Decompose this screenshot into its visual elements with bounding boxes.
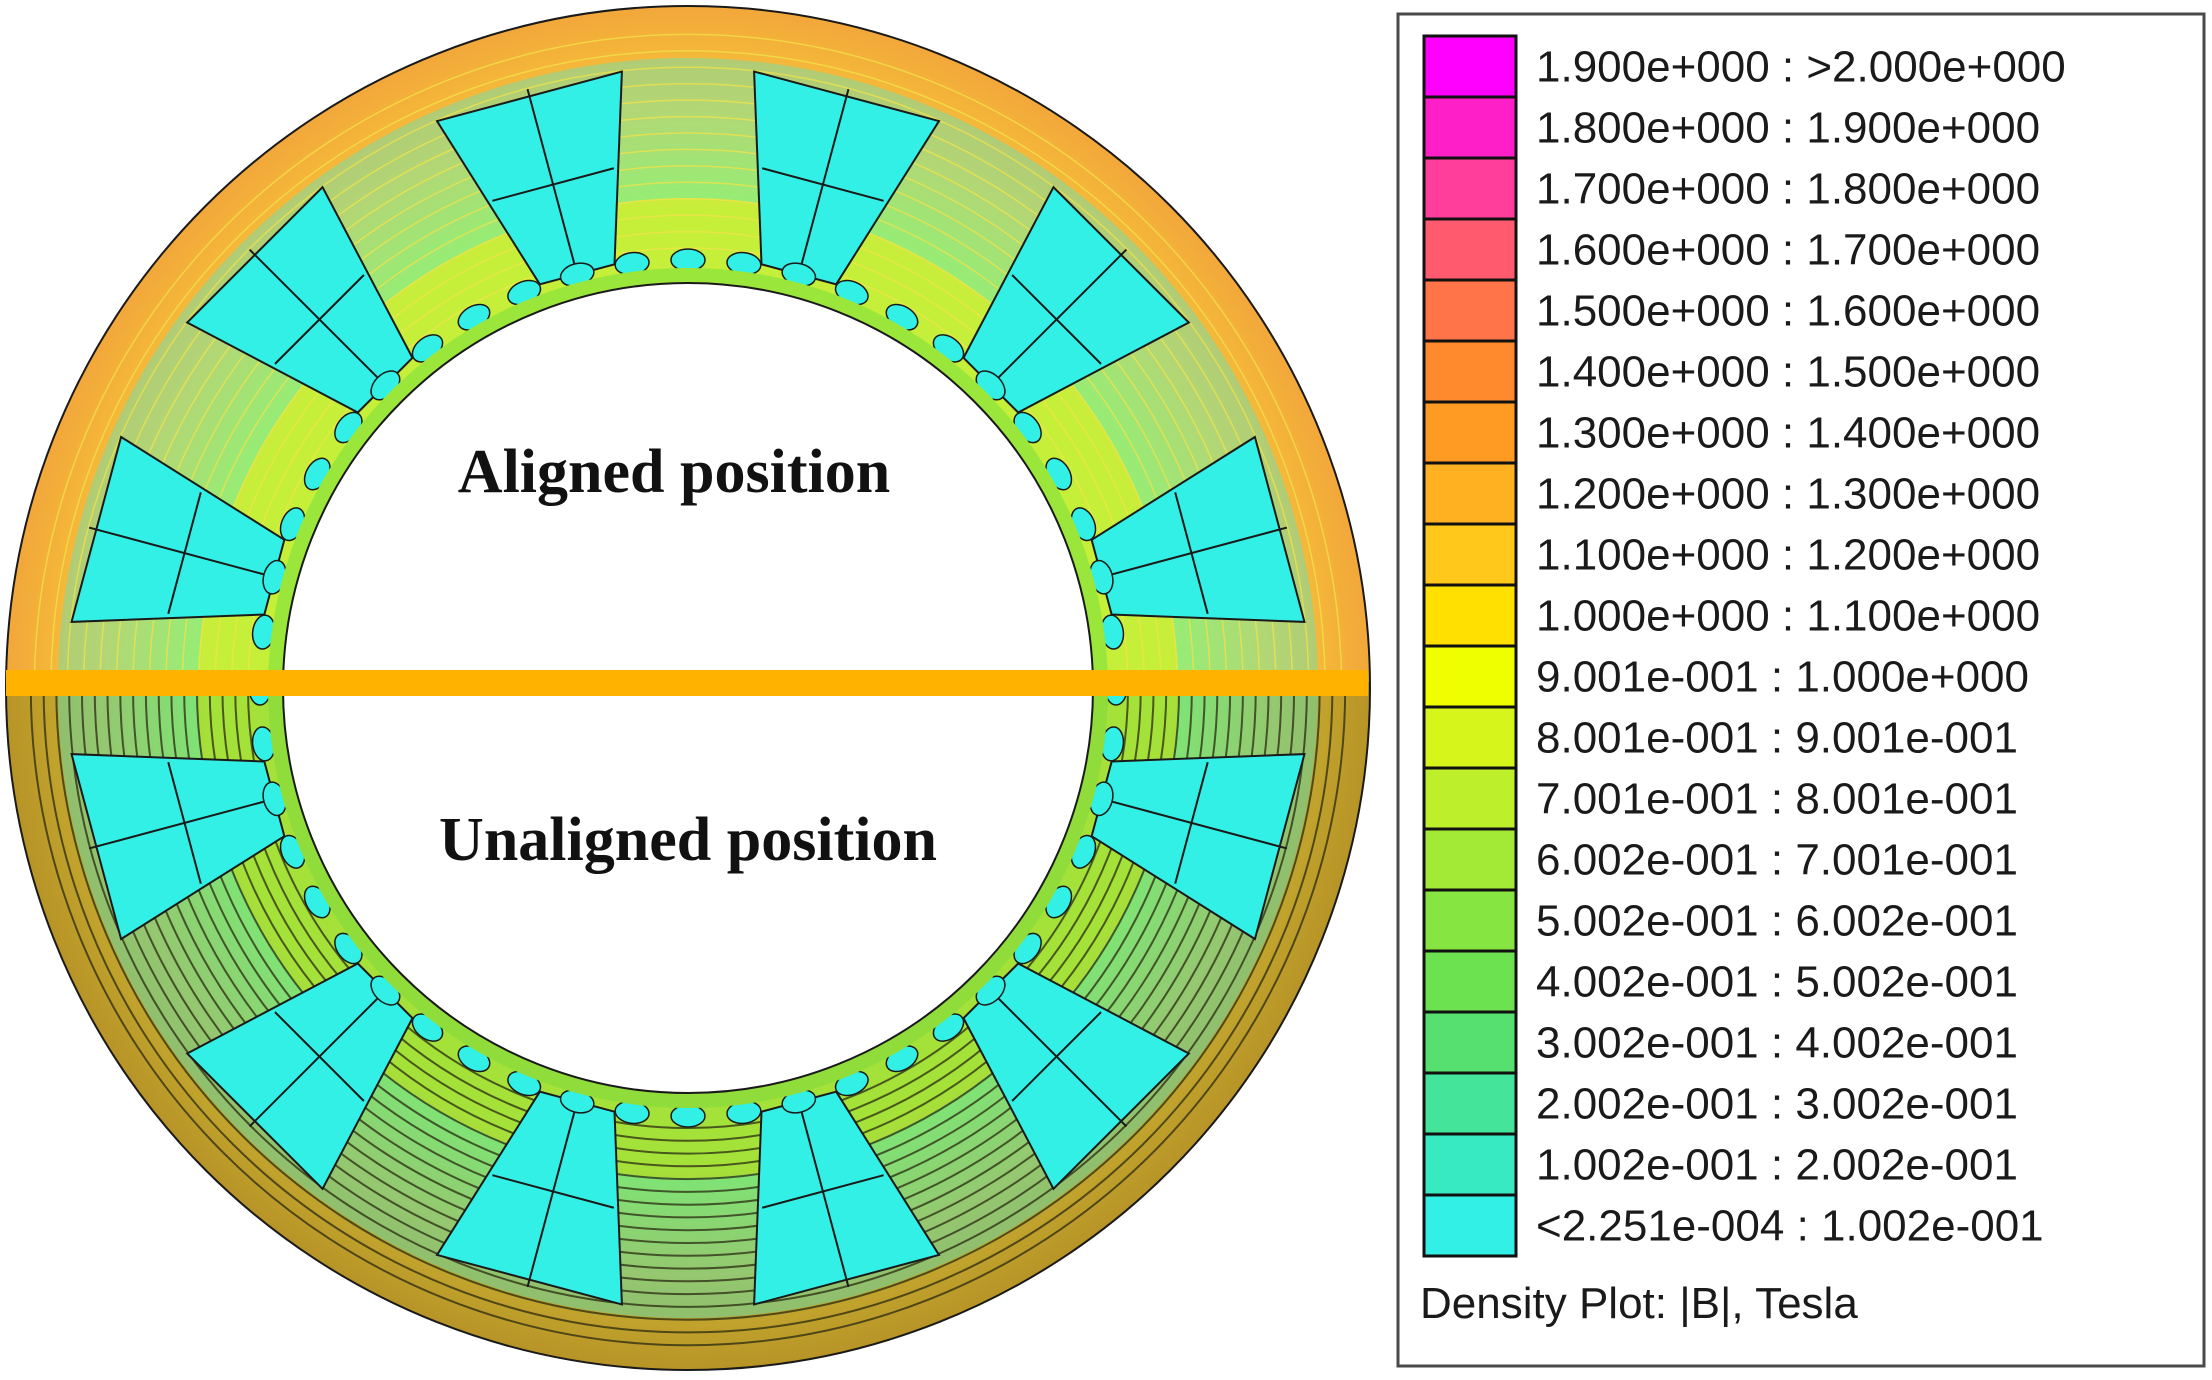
legend-range-label: 1.500e+000 : 1.600e+000 [1536, 287, 2040, 336]
machine-cross-section: Aligned position Unaligned position [5, 5, 1371, 1371]
field-line [99, 99, 1277, 682]
legend-range-label: 1.400e+000 : 1.500e+000 [1536, 348, 2040, 397]
legend-swatch [1422, 766, 1518, 831]
legend-swatch [1422, 400, 1518, 465]
legend-swatch [1422, 339, 1518, 404]
slot-divider [798, 88, 850, 273]
slot-divider [88, 798, 273, 850]
slot-divider [991, 991, 1128, 1128]
slot-divider [798, 1103, 850, 1288]
slot-divider [248, 991, 385, 1128]
legend-frame [1396, 12, 2206, 1368]
slot-cross-divider [761, 167, 884, 202]
legend-swatch [1422, 522, 1518, 587]
field-line [33, 33, 1343, 682]
slot-divider [1103, 526, 1288, 578]
field-line [50, 50, 1326, 682]
slot-cross-divider [1174, 492, 1209, 615]
field-line [66, 66, 1310, 682]
legend-swatch [1422, 278, 1518, 343]
field-line [132, 132, 1244, 682]
field-line [198, 198, 1178, 682]
legend-range-label: 1.200e+000 : 1.300e+000 [1536, 470, 2040, 519]
field-line [214, 214, 1162, 682]
legend-range-label: 1.800e+000 : 1.900e+000 [1536, 104, 2040, 153]
legend-swatch [1422, 644, 1518, 709]
air-gap-tooth [670, 1104, 706, 1128]
legend-swatch [1422, 705, 1518, 770]
legend-swatch [1422, 888, 1518, 953]
legend: 1.900e+000 : >2.000e+000 1.800e+000 : 1.9… [1396, 12, 2206, 1368]
slot-divider [248, 248, 385, 385]
slot-cross-divider [274, 274, 365, 365]
legend-range-label: 5.002e-001 : 6.002e-001 [1536, 897, 2018, 946]
legend-range-label: 1.000e+000 : 1.100e+000 [1536, 592, 2040, 641]
legend-range-label: 3.002e-001 : 4.002e-001 [1536, 1019, 2018, 1068]
legend-range-label: 6.002e-001 : 7.001e-001 [1536, 836, 2018, 885]
legend-range-label: 1.100e+000 : 1.200e+000 [1536, 531, 2040, 580]
legend-entries: 1.900e+000 : >2.000e+000 1.800e+000 : 1.9… [1422, 34, 2066, 1258]
legend-swatch [1422, 1193, 1518, 1258]
slot-divider [991, 248, 1128, 385]
field-line [116, 116, 1260, 682]
legend-swatch [1422, 217, 1518, 282]
slot-cross-divider [167, 492, 202, 615]
slot-cross-divider [167, 761, 202, 884]
slot-cross-divider [761, 1174, 884, 1209]
legend-range-label: 2.002e-001 : 3.002e-001 [1536, 1080, 2018, 1129]
legend-range-label: <2.251e-004 : 1.002e-001 [1536, 1202, 2044, 1251]
legend-caption: Density Plot: |B|, Tesla [1420, 1279, 1858, 1328]
slot-divider [526, 1103, 578, 1288]
legend-swatch [1422, 34, 1518, 99]
slot-cross-divider [492, 1174, 615, 1209]
slot-cross-divider [1011, 1011, 1102, 1102]
legend-range-label: 7.001e-001 : 8.001e-001 [1536, 775, 2018, 824]
slot-divider [1103, 798, 1288, 850]
legend-swatch [1422, 156, 1518, 221]
field-line [83, 83, 1293, 682]
legend-swatch [1422, 827, 1518, 892]
aligned-position-label: Aligned position [458, 438, 890, 506]
legend-range-label: 1.300e+000 : 1.400e+000 [1536, 409, 2040, 458]
field-line [148, 148, 1228, 682]
legend-range-label: 4.002e-001 : 5.002e-001 [1536, 958, 2018, 1007]
flux-low-band [58, 58, 1318, 682]
legend-swatch [1422, 461, 1518, 526]
legend-swatch [1422, 583, 1518, 648]
legend-swatch [1422, 1132, 1518, 1197]
unaligned-position-label: Unaligned position [439, 806, 937, 874]
legend-swatch [1422, 949, 1518, 1014]
legend-range-label: 1.002e-001 : 2.002e-001 [1536, 1141, 2018, 1190]
slot-divider [526, 88, 578, 273]
rotor-bore-top [282, 282, 1094, 682]
slot-cross-divider [274, 1011, 365, 1102]
legend-swatch [1422, 1071, 1518, 1136]
slot-cross-divider [1011, 274, 1102, 365]
legend-range-label: 1.600e+000 : 1.700e+000 [1536, 226, 2040, 275]
legend-swatch [1422, 1010, 1518, 1075]
legend-range-label: 8.001e-001 : 9.001e-001 [1536, 714, 2018, 763]
legend-range-label: 1.900e+000 : >2.000e+000 [1536, 43, 2066, 92]
legend-range-label: 1.700e+000 : 1.800e+000 [1536, 165, 2040, 214]
field-line [230, 230, 1146, 682]
field-line [247, 247, 1129, 682]
legend-swatch [1422, 95, 1518, 160]
slot-cross-divider [492, 167, 615, 202]
air-gap-tooth [670, 248, 706, 272]
aligned-half [6, 6, 1370, 682]
field-line [165, 165, 1211, 682]
field-line [181, 181, 1195, 682]
section-divider [6, 670, 1368, 696]
slot-cross-divider [1174, 761, 1209, 884]
legend-range-label: 9.001e-001 : 1.000e+000 [1536, 653, 2029, 702]
slot-divider [88, 526, 273, 578]
